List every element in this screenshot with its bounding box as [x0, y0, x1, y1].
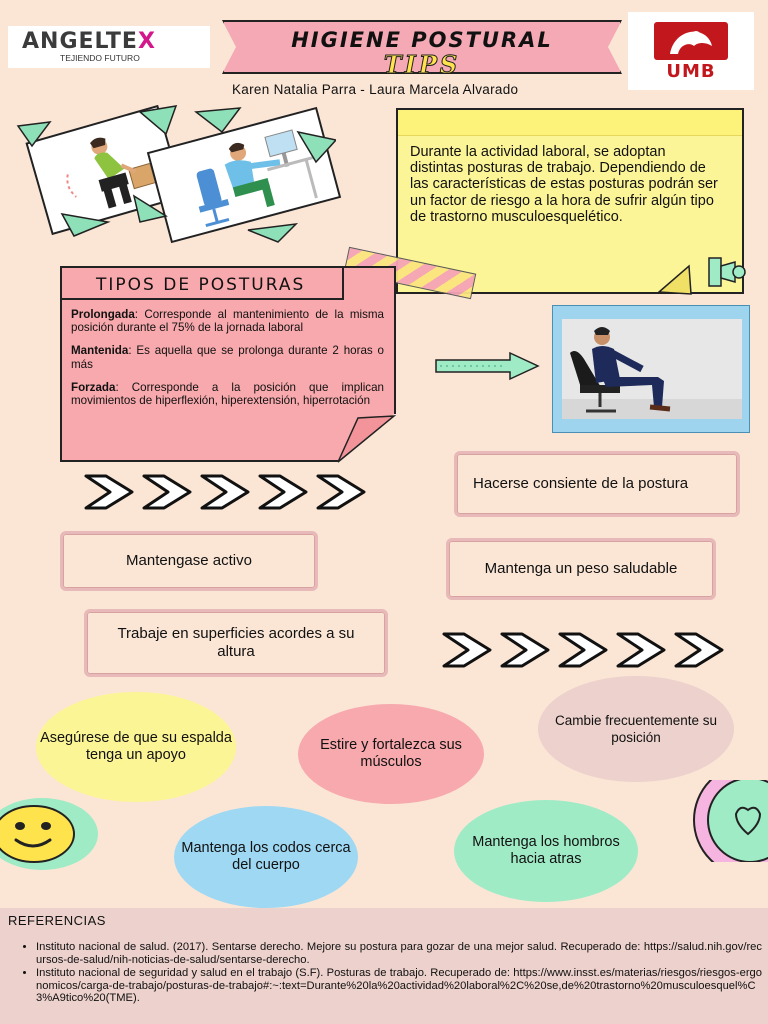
- tip-cambie-posicion: Cambie frecuentemente su posición: [538, 676, 734, 782]
- chevron-right-icon: [442, 632, 492, 668]
- note-fold-and-clip: [657, 257, 746, 295]
- lifting-box-illustration: [25, 104, 185, 236]
- intro-note: Durante la actividad laboral, se adoptan…: [396, 108, 744, 294]
- references-list: Instituto nacional de salud. (2017). Sen…: [36, 941, 762, 1006]
- tip-espalda-apoyo: Asegúrese de que su espalda tenga un apo…: [36, 692, 236, 802]
- tipo-forzada: Forzada: Corresponde a la posición que i…: [71, 380, 384, 408]
- photo-corners: [16, 105, 336, 243]
- references-title: REFERENCIAS: [8, 913, 106, 928]
- chevron-right-icon: [316, 474, 366, 510]
- chevrons-row-2: [442, 630, 726, 670]
- page-title: HIGIENE POSTURAL: [291, 28, 553, 52]
- tipos-title: TIPOS DE POSTURAS: [96, 275, 306, 295]
- heart-icon: [693, 780, 768, 862]
- title-banner: HIGIENE POSTURAL TIPS: [222, 20, 622, 80]
- tip-superficies-altura: Trabaje en superficies acordes a su altu…: [84, 609, 388, 677]
- tipo-prolongada: Prolongada: Corresponde al mantenimiento…: [71, 308, 384, 335]
- angeltex-logo-brand: ANGELTEX: [22, 29, 156, 54]
- smiley-icon: [0, 798, 98, 870]
- seated-man-icon: [562, 319, 742, 419]
- desk-worker-illustration: [146, 106, 342, 244]
- tipos-title-box: TIPOS DE POSTURAS: [60, 266, 344, 300]
- authors: Karen Natalia Parra - Laura Marcela Alva…: [232, 82, 519, 97]
- chevron-right-icon: [84, 474, 134, 510]
- references-section: REFERENCIAS Instituto nacional de salud.…: [0, 908, 768, 1024]
- umb-logo: UMB: [628, 12, 754, 90]
- chevron-right-icon: [616, 632, 666, 668]
- chevron-right-icon: [674, 632, 724, 668]
- angeltex-logo: ANGELTEX TEJIENDO FUTURO: [8, 26, 210, 68]
- chevron-right-icon: [500, 632, 550, 668]
- angeltex-logo-tagline: TEJIENDO FUTURO: [60, 53, 140, 63]
- tip-codos-cuerpo: Mantenga los codos cerca del cuerpo: [174, 806, 358, 908]
- tipos-fold-corner: [337, 414, 397, 463]
- umb-logo-text: UMB: [666, 61, 716, 82]
- reference-item: Instituto nacional de salud. (2017). Sen…: [36, 941, 762, 966]
- chevron-right-icon: [558, 632, 608, 668]
- seated-posture-photo-inner: [562, 319, 742, 419]
- arrow-right-icon: [435, 351, 540, 381]
- tip-mantengase-activo: Mantengase activo: [60, 531, 318, 591]
- chevron-right-icon: [258, 474, 308, 510]
- chevrons-row-1: [84, 472, 368, 512]
- tip-peso-saludable: Mantenga un peso saludable: [446, 538, 716, 600]
- seated-posture-photo: [552, 305, 750, 433]
- tip-consciente-postura: Hacerse consiente de la postura: [454, 451, 740, 517]
- chevron-right-icon: [142, 474, 192, 510]
- tipos-list: Prolongada: Corresponde al mantenimiento…: [71, 308, 384, 417]
- angeltex-logo-x: X: [137, 29, 156, 54]
- tipo-mantenida: Mantenida: Es aquella que se prolonga du…: [71, 344, 384, 371]
- person-lifting-icon: [66, 137, 157, 209]
- intro-note-text: Durante la actividad laboral, se adoptan…: [410, 144, 718, 225]
- tip-estire-musculos: Estire y fortalezca sus músculos: [298, 704, 484, 804]
- tip-hombros-atras: Mantenga los hombros hacia atras: [454, 800, 638, 902]
- umb-logo-emblem: [654, 22, 728, 60]
- tipos-de-posturas-card: TIPOS DE POSTURAS Prolongada: Correspond…: [60, 266, 396, 462]
- chevron-right-icon: [200, 474, 250, 510]
- intro-note-band: [398, 110, 742, 136]
- page-subtitle: TIPS: [383, 50, 461, 80]
- person-at-desk-icon: [196, 129, 318, 228]
- reference-item: Instituto nacional de seguridad y salud …: [36, 967, 762, 1005]
